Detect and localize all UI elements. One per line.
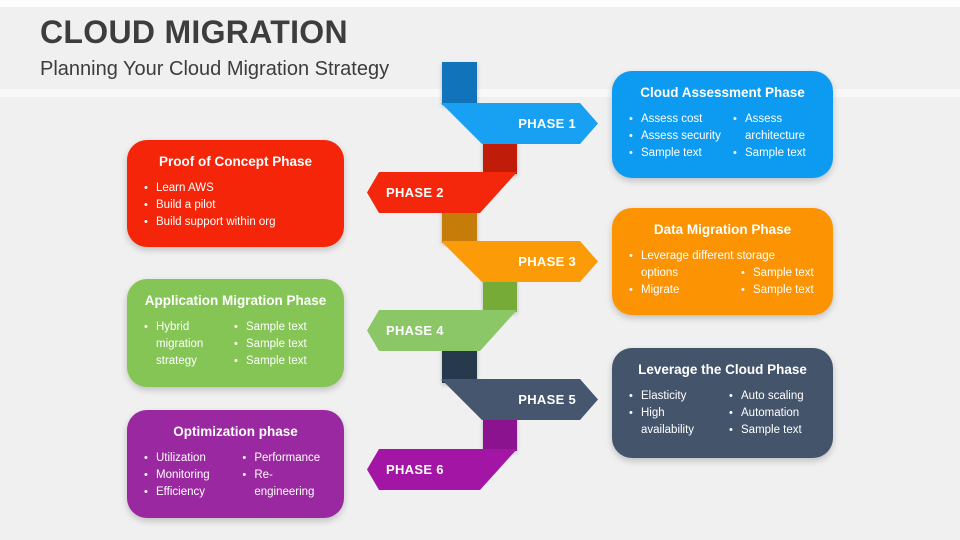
- page-title: CLOUD MIGRATION: [40, 14, 348, 50]
- phase-5-label: PHASE 5: [518, 392, 576, 407]
- bullet-item: Sample text: [233, 336, 328, 353]
- bullet-item: Assess architecture: [732, 111, 817, 145]
- box-title: Leverage the Cloud Phase: [638, 362, 807, 377]
- bullet-item: High availability: [628, 405, 720, 439]
- bullet-item: Hybrid migration strategy: [143, 319, 225, 370]
- bullet-column: Sample text Sample text Sample text: [233, 319, 328, 370]
- timeline-connector-start: [442, 62, 477, 105]
- phase-2-label: PHASE 2: [386, 185, 444, 200]
- phase-1-ribbon: PHASE 1: [441, 103, 598, 144]
- phase-3-label: PHASE 3: [518, 254, 576, 269]
- header-divider-band: [0, 89, 960, 97]
- bullet-item: Sample text: [732, 145, 817, 162]
- bullet-item: Sample text: [233, 319, 328, 336]
- bullet-item: Build a pilot: [143, 197, 328, 214]
- bullet-item: Assess cost: [628, 111, 724, 128]
- bullet-item: Monitoring: [143, 467, 233, 484]
- optimization-phase-box: Optimization phase Utilization Monitorin…: [127, 410, 344, 518]
- bullet-item: Build support within org: [143, 214, 328, 231]
- bullet-item: Sample text: [628, 145, 724, 162]
- bullet-item: Re-engineering: [241, 467, 328, 501]
- bullet-column: Utilization Monitoring Efficiency: [143, 450, 233, 501]
- bullet-item: Elasticity: [628, 388, 720, 405]
- box-title: Data Migration Phase: [653, 222, 792, 237]
- bullet-item: Sample text: [740, 282, 832, 299]
- bullet-item: Learn AWS: [143, 180, 328, 197]
- bullet-column: Learn AWS Build a pilot Build support wi…: [143, 180, 328, 231]
- phase-2-ribbon: PHASE 2: [367, 172, 517, 213]
- top-highlight-strip: [0, 0, 960, 7]
- bullet-column: Auto scaling Automation Sample text: [728, 388, 817, 439]
- box-title: Cloud Assessment Phase: [640, 85, 805, 100]
- application-migration-phase-box: Application Migration Phase Hybrid migra…: [127, 279, 344, 387]
- phase-5-ribbon: PHASE 5: [441, 379, 598, 420]
- phase-4-ribbon: PHASE 4: [367, 310, 517, 351]
- bullet-item: Automation: [728, 405, 817, 422]
- bullet-item: Sample text: [728, 422, 817, 439]
- bullet-item: Leverage different storage options: [628, 248, 798, 282]
- bullet-item: Performance: [241, 450, 328, 467]
- bullet-item: Auto scaling: [728, 388, 817, 405]
- box-title: Optimization phase: [173, 424, 298, 439]
- phase-1-label: PHASE 1: [518, 116, 576, 131]
- bullet-column: Leverage different storage options Migra…: [628, 248, 798, 299]
- bullet-column: Hybrid migration strategy: [143, 319, 225, 370]
- bullet-column: Elasticity High availability: [628, 388, 720, 439]
- bullet-item: Sample text: [233, 353, 328, 370]
- bullet-item: Utilization: [143, 450, 233, 467]
- box-title: Application Migration Phase: [144, 293, 327, 308]
- bullet-item: Assess security: [628, 128, 724, 145]
- timeline-connector-5-6: [483, 414, 517, 451]
- bullet-column: Assess cost Assess security Sample text: [628, 111, 724, 162]
- proof-of-concept-phase-box: Proof of Concept Phase Learn AWS Build a…: [127, 140, 344, 247]
- bullet-column: Performance Re-engineering: [241, 450, 328, 501]
- phase-6-label: PHASE 6: [386, 462, 444, 477]
- page-subtitle: Planning Your Cloud Migration Strategy: [40, 58, 390, 80]
- timeline-connector-4-5: [442, 345, 477, 383]
- bullet-item: Efficiency: [143, 484, 233, 501]
- box-title: Proof of Concept Phase: [158, 154, 312, 169]
- bullet-column: Sample text Sample text: [740, 265, 832, 299]
- data-migration-phase-box: Data Migration Phase Leverage different …: [612, 208, 833, 315]
- bullet-item: Sample text: [740, 265, 832, 282]
- phase-6-ribbon: PHASE 6: [367, 449, 517, 490]
- phase-3-ribbon: PHASE 3: [441, 241, 598, 282]
- bullet-item: Migrate: [628, 282, 798, 299]
- bullet-column: Assess architecture Sample text: [732, 111, 817, 162]
- timeline-connector-1-2: [483, 138, 517, 174]
- phase-4-label: PHASE 4: [386, 323, 444, 338]
- leverage-the-cloud-phase-box: Leverage the Cloud Phase Elasticity High…: [612, 348, 833, 458]
- timeline-connector-3-4: [483, 276, 517, 312]
- cloud-assessment-phase-box: Cloud Assessment Phase Assess cost Asses…: [612, 71, 833, 178]
